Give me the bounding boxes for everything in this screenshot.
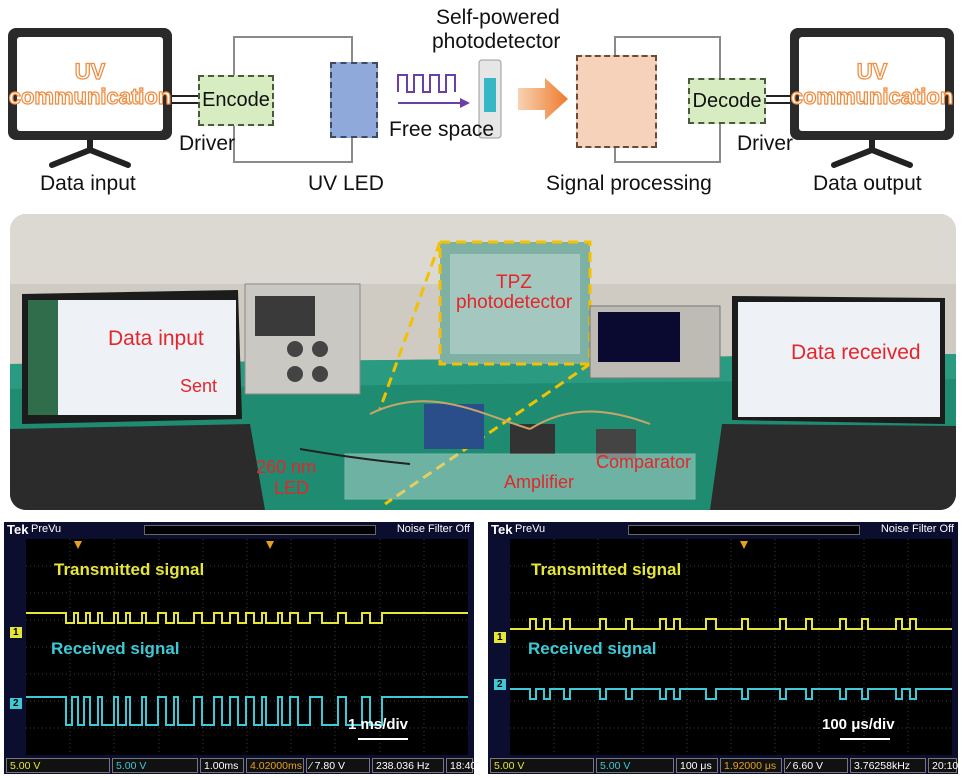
photo-amplifier-label: Amplifier [504,472,575,492]
scope-left-record-bar [144,525,376,535]
scope-right-topbar: Tek PreVu Noise Filter Off [488,522,958,537]
scope-left-transmitted-label: Transmitted signal [54,560,205,579]
uv-led-box [330,62,378,138]
scope-right-record-bar [628,525,860,535]
scope-left-position: 4.02000ms [246,758,304,773]
photo-comparator-label: Comparator [596,452,692,472]
right-monitor: UV communication [790,28,954,140]
scope-left-filter: Noise Filter Off [396,523,470,535]
scope-right-transmitted-trace [510,618,952,630]
signal-processing-box [576,55,657,148]
left-monitor-text: UV communication [8,58,172,109]
scope-left-ch1-scale: 5.00 V [6,758,110,773]
scope-right-brand: Tek [491,522,513,537]
decode-label: Decode [692,89,762,112]
data-input-label: Data input [40,172,136,195]
driver-left-label: Driver [179,132,235,155]
scope-right-ch2-scale: 5.00 V [596,758,674,773]
free-space-label: Free space [389,118,495,141]
photo-tpz-label-line2: photodetector [456,292,573,313]
right-monitor-text: UV communication [790,58,954,109]
scope-left-received-label: Received signal [51,639,180,658]
scope-right-ch2-marker: 2 [494,679,506,690]
scope-right-timebase: 100 μs [676,758,718,773]
photo-led-label-line2: LED [274,478,310,498]
scope-left-trigger: ⁄ 7.80 V [306,758,370,773]
scope-right-timescale: 100 μs/div [822,716,895,733]
block-diagram: UV communication UV communication Encode… [0,0,966,205]
photo-led-label-line1: 260 nm [256,457,317,477]
scope-left-transmitted-trace [26,612,468,624]
scope-left-frequency: 238.036 Hz [372,758,444,773]
scope-left-received-trace [26,696,468,726]
scope-left-ch2-marker: 2 [10,698,22,709]
photo-data-received-label: Data received [791,341,921,364]
uv-led-label: UV LED [308,172,384,195]
scope-right-received-label: Received signal [528,639,657,658]
photo-tpz-label-line1: TPZ [496,272,532,293]
left-monitor-screen: UV communication [8,37,172,131]
photodetector-label-line2: photodetector [432,30,561,53]
scope-left-screen [26,539,468,755]
scope-right-filter: Noise Filter Off [880,523,954,535]
scope-right-ch1-marker: 1 [494,632,506,643]
scope-left-timebase: 1.00ms [200,758,244,773]
scope-left-brand: Tek [7,522,29,537]
data-output-label: Data output [813,172,922,195]
scope-right-screen [510,539,952,755]
scope-right-position: 1.92000 μs [720,758,782,773]
scope-left-statusbar: 5.00 V 5.00 V 1.00ms 4.02000ms ⁄ 7.80 V … [4,757,476,774]
oscilloscope-right: Tek PreVu Noise Filter Off Transmitted s… [488,522,958,774]
scope-right-time: 20:10 [928,758,958,773]
setup-photo-illustration [10,214,956,510]
scope-left-time: 18:40 [446,758,476,773]
signal-processing-label: Signal processing [546,172,712,195]
decode-box: Decode [688,78,766,124]
photo-data-input-label: Data input [108,327,204,350]
setup-photo: Data input Sent TPZ photodetector Data r… [10,214,956,510]
scope-right-mode: PreVu [515,523,546,535]
scope-right-trigger: ⁄ 6.60 V [784,758,848,773]
scope-left-topbar: Tek PreVu Noise Filter Off [4,522,474,537]
photodetector-label-line1: Self-powered [436,6,560,29]
scope-right-statusbar: 5.00 V 5.00 V 100 μs 1.92000 μs ⁄ 6.60 V… [488,757,958,774]
photo-sent-label: Sent [180,376,218,396]
scope-left-timescale: 1 ms/div [348,716,409,733]
scope-left-mode: PreVu [31,523,62,535]
scope-right-transmitted-label: Transmitted signal [531,560,682,579]
scope-right-frequency: 3.76258kHz [850,758,926,773]
scope-right-ch1-scale: 5.00 V [490,758,594,773]
oscilloscope-left: Tek PreVu Noise Filter Off Transmitted s… [4,522,476,774]
driver-right-label: Driver [737,132,793,155]
left-monitor: UV communication [8,28,172,140]
scope-left-ch1-marker: 1 [10,627,22,638]
right-monitor-screen: UV communication [790,37,954,131]
scope-left-ch2-scale: 5.00 V [112,758,198,773]
scope-right-received-trace [510,688,952,700]
encode-label: Encode [202,89,270,111]
encode-box: Encode [198,75,274,126]
